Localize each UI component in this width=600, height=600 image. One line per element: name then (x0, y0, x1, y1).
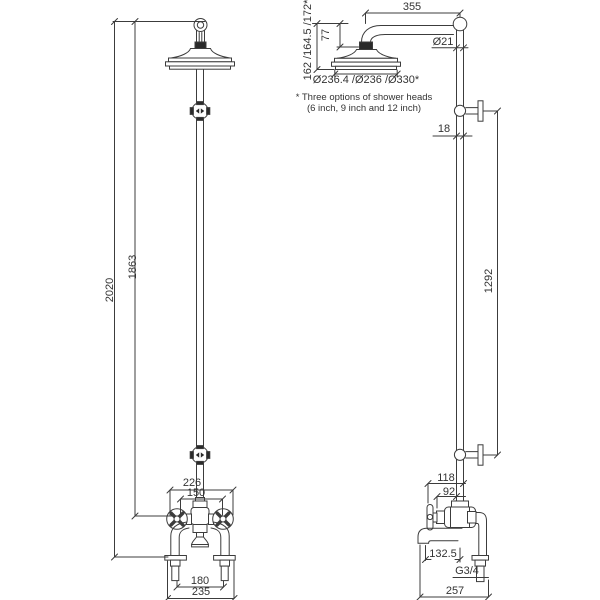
dim-label-g34: G3/4 (455, 565, 479, 577)
dim-label-132-5: 132.5 (429, 548, 457, 560)
dim-label-18: 18 (437, 123, 451, 135)
thermostatic-valve-side (426, 500, 477, 531)
side-view (331, 16, 489, 583)
wall-bracket-side-upper (453, 100, 484, 122)
wall-bracket-front-lower (189, 445, 211, 465)
dim-label-92: 92 (442, 485, 456, 498)
dim-label-257: 257 (445, 584, 465, 597)
arm-ball-joint (452, 16, 468, 32)
dim-label-180: 180 (190, 575, 210, 587)
head-nut-front (194, 41, 207, 49)
legs-front (164, 521, 236, 582)
dim-label-1863: 1863 (127, 254, 139, 280)
spout-front (190, 532, 210, 548)
dim-ticks-front (111, 18, 238, 600)
wall-bracket-side-lower (453, 444, 484, 466)
dim-label-2020: 2020 (104, 277, 116, 303)
dim-label-355: 355 (402, 1, 422, 13)
riser-pipe-side (456, 28, 464, 502)
front-view (164, 18, 236, 582)
dim-label-1292: 1292 (483, 268, 495, 294)
dim-label-150: 150 (186, 487, 206, 499)
wall-bracket-front-upper (189, 101, 211, 121)
riser-pipe-front (196, 68, 204, 501)
dim-label-118: 118 (437, 472, 455, 484)
outlet-elbow-side (471, 512, 489, 583)
dim-label-pipe-diameter: Ø21 (432, 36, 454, 48)
note-line-1: * Three options of shower heads (295, 92, 433, 103)
dimensions-front (111, 18, 238, 600)
shower-head-side (331, 49, 401, 71)
dim-label-226: 226 (182, 477, 202, 489)
bath-spout-side (417, 527, 463, 544)
shower-head-note: * Three options of shower heads (6 inch,… (296, 92, 433, 114)
mixer-valve-front (164, 497, 236, 582)
dim-label-head-height: 162 /164.5 /172* (302, 0, 314, 81)
shower-head-front (165, 18, 235, 70)
head-nut-side (359, 41, 373, 50)
dim-label-head-diameter: Ø236.4 /Ø236 /Ø330* (312, 74, 420, 86)
dim-label-77: 77 (320, 28, 332, 42)
dim-ticks-side (313, 9, 501, 600)
dim-label-235: 235 (191, 586, 211, 598)
dimensions-side (312, 9, 501, 600)
note-line-2: (6 inch, 9 inch and 12 inch) (306, 103, 422, 115)
